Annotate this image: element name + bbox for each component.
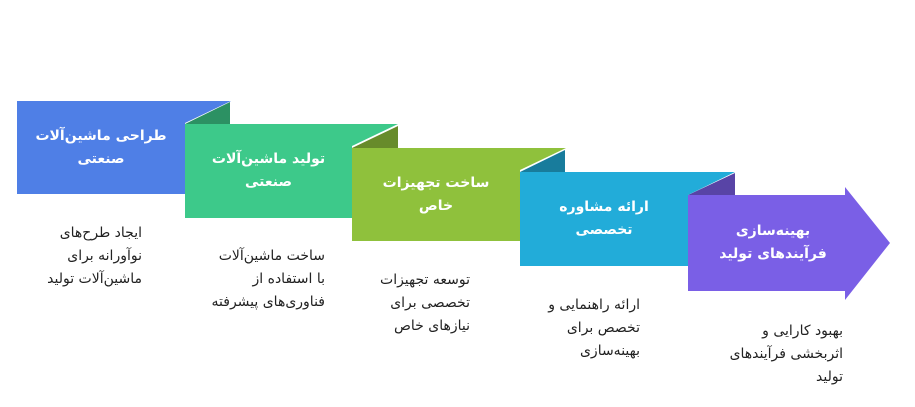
step-5-fold xyxy=(688,173,735,195)
step-4-description: ارائه راهنمایی و تخصص برای بهینه‌سازی xyxy=(548,297,640,359)
step-1-flap xyxy=(185,101,231,123)
step-5-box xyxy=(688,187,890,300)
step-3-title: ساخت تجهیزات خاص xyxy=(382,174,490,214)
step-3-description: توسعه تجهیزات تخصصی برای نیازهای خاص xyxy=(380,272,470,334)
step-5-description: بهبود کارایی و اثربخشی فرآیندهای تولید xyxy=(729,323,843,385)
step-2-title: تولید ماشین‌آلات صنعتی xyxy=(211,151,326,190)
step-4-fold xyxy=(520,150,565,172)
step-3-flap xyxy=(520,148,566,170)
step-3-box xyxy=(352,148,520,241)
step-4-box xyxy=(520,172,688,266)
step-4-flap xyxy=(688,172,735,195)
step-2-fold xyxy=(185,102,230,124)
step-1-title: طراحی ماشین‌آلات صنعتی xyxy=(35,127,167,167)
step-1-box xyxy=(17,101,185,194)
step-2-box xyxy=(185,124,352,218)
step-4-title: ارائه مشاوره تخصصی xyxy=(559,199,649,238)
step-5-title: بهینه‌سازی فرآیندهای تولید xyxy=(719,223,827,262)
step-1-description: ایجاد طرح‌های نوآورانه برای ماشین‌آلات ت… xyxy=(47,225,142,287)
step-2-description: ساخت ماشین‌آلات با استفاده از فناوری‌های… xyxy=(211,248,325,310)
step-3-fold xyxy=(352,126,398,148)
step-2-flap xyxy=(352,124,398,146)
